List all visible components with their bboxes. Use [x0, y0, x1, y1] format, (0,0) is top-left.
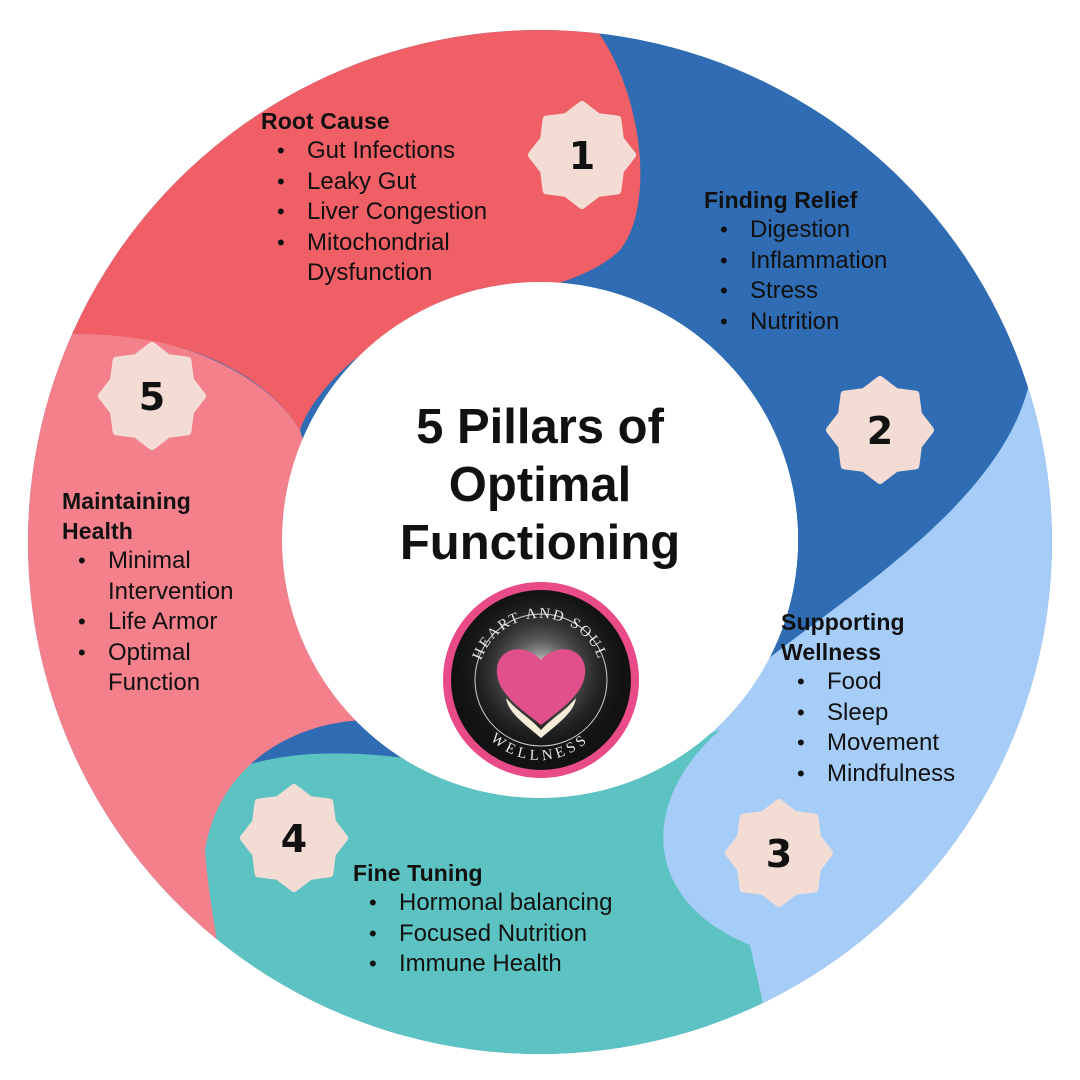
list-item: Immune Health	[353, 949, 612, 980]
pillar-2-heading: Finding Relief	[704, 187, 858, 213]
badge-number: 5	[139, 375, 165, 419]
pillar-5-badge: 5	[98, 342, 206, 450]
list-item: Life Armor	[62, 607, 233, 638]
pillar-1-text: Root Cause Gut Infections Leaky Gut Live…	[261, 106, 487, 289]
pillar-5-heading: Maintaining Health	[62, 488, 191, 544]
pillar-5-text: Maintaining Health Minimal Intervention …	[62, 486, 233, 699]
list-item: Optimal Function	[62, 638, 233, 699]
pillar-2-text: Finding Relief Digestion Inflammation St…	[704, 185, 887, 337]
list-item: Hormonal balancing	[353, 888, 612, 919]
pillar-4-text: Fine Tuning Hormonal balancing Focused N…	[353, 858, 612, 980]
pillar-3-heading: Supporting Wellness	[781, 609, 905, 665]
title-line-2: Optimal	[448, 458, 632, 512]
list-item: Inflammation	[704, 246, 887, 277]
list-item: Stress	[704, 276, 887, 307]
badge-number: 2	[867, 409, 893, 453]
list-item: Gut Infections	[261, 136, 487, 167]
heart-icon	[496, 649, 586, 725]
pillar-4-badge: 4	[240, 784, 348, 892]
center-circle	[282, 282, 798, 798]
badge-star-icon	[240, 784, 348, 892]
list-item: Movement	[781, 728, 955, 759]
badge-number: 3	[766, 832, 792, 876]
list-item: Mitochondrial Dysfunction	[261, 228, 487, 289]
list-item: Liver Congestion	[261, 197, 487, 228]
list-item: Food	[781, 667, 955, 698]
list-item: Nutrition	[704, 307, 887, 338]
hands-icon	[506, 698, 576, 738]
list-item: Digestion	[704, 215, 887, 246]
badge-star-icon	[528, 101, 636, 209]
badge-star-icon	[98, 342, 206, 450]
pillar-3-badge: 3	[725, 799, 833, 907]
badge-star-icon	[725, 799, 833, 907]
badge-number: 1	[569, 134, 595, 178]
diagram-title: 5 Pillars of Optimal Functioning	[340, 398, 740, 572]
list-item: Focused Nutrition	[353, 919, 612, 950]
list-item: Mindfulness	[781, 759, 955, 790]
list-item: Sleep	[781, 698, 955, 729]
pillar-2-badge: 2	[826, 376, 934, 484]
badge-star-icon	[826, 376, 934, 484]
badge-number: 4	[281, 817, 307, 861]
list-item: Leaky Gut	[261, 167, 487, 198]
pillar-1-heading: Root Cause	[261, 108, 390, 134]
title-line-3: Functioning	[399, 516, 681, 570]
pillar-4-heading: Fine Tuning	[353, 860, 483, 886]
list-item: Minimal Intervention	[62, 546, 233, 607]
title-line-1: 5 Pillars of	[416, 400, 664, 454]
heart-and-soul-logo: HEART AND SOUL WELLNESS	[443, 582, 639, 778]
pillar-3-text: Supporting Wellness Food Sleep Movement …	[781, 607, 955, 789]
pillar-1-badge: 1	[528, 101, 636, 209]
